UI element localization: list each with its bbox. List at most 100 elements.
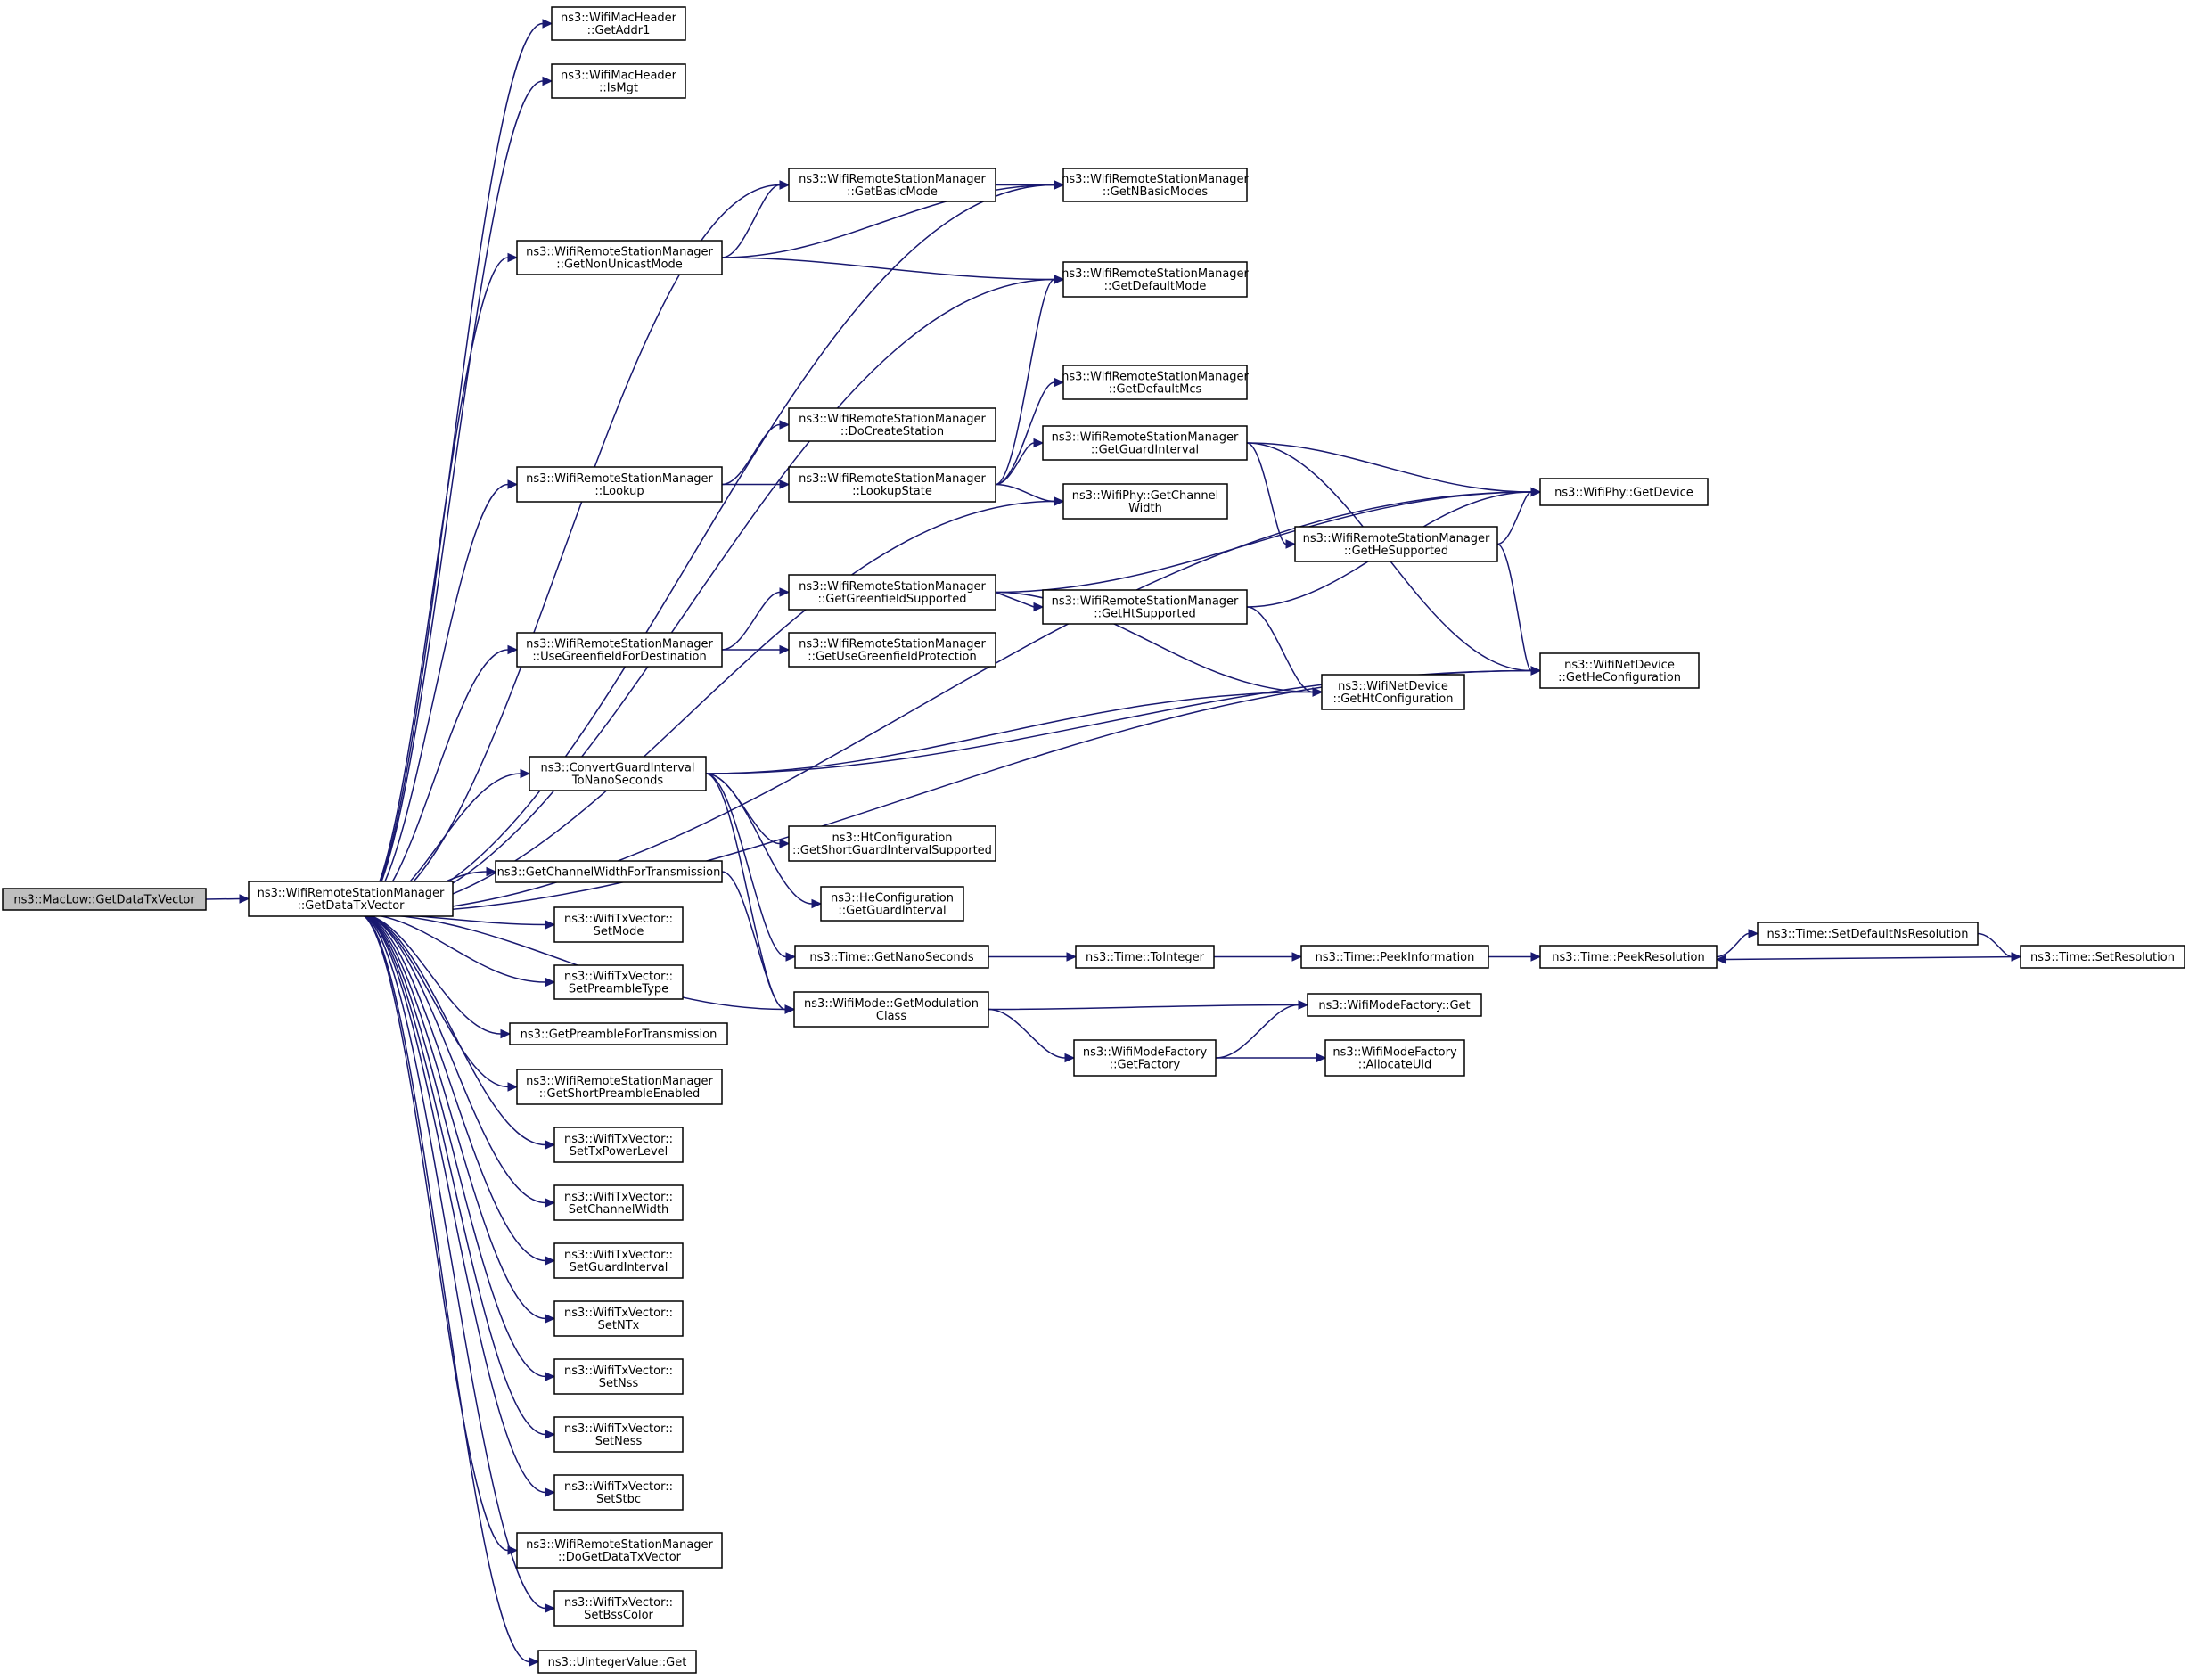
- edge-gdtv-to-nbasic: [357, 184, 1055, 914]
- node-setnss-label-1: SetNss: [599, 1377, 639, 1390]
- node-nbasic[interactable]: ns3::WifiRemoteStationManager::GetNBasic…: [1062, 168, 1250, 202]
- node-getpre[interactable]: ns3::GetPreambleForTransmission: [509, 1022, 728, 1045]
- node-heconf-box: [1539, 652, 1700, 689]
- node-create[interactable]: ns3::WifiRemoteStationManager::DoCreateS…: [788, 407, 996, 442]
- node-guard[interactable]: ns3::WifiRemoteStationManager::GetGuardI…: [1042, 425, 1248, 461]
- node-nbasic-label-0: ns3::WifiRemoteStationManager: [1062, 173, 1249, 186]
- arrowhead-gdtv-to-chwtx: [486, 866, 497, 877]
- node-defmode[interactable]: ns3::WifiRemoteStationManager::GetDefaul…: [1062, 261, 1250, 298]
- node-peekinf-label-0: ns3::Time::PeekInformation: [1316, 951, 1475, 964]
- node-gfsup[interactable]: ns3::WifiRemoteStationManager::GetGreenf…: [788, 574, 996, 611]
- node-basic[interactable]: ns3::WifiRemoteStationManager::GetBasicM…: [788, 168, 996, 202]
- node-chwtx[interactable]: ns3::GetChannelWidthForTransmission: [495, 860, 723, 883]
- node-addr1[interactable]: ns3::WifiMacHeader::GetAddr1: [551, 6, 686, 41]
- node-dogdtv-label-1: ::DoGetDataTxVector: [558, 1551, 682, 1564]
- node-dogdtv-label-0: ns3::WifiRemoteStationManager: [526, 1538, 713, 1552]
- node-hesup[interactable]: ns3::WifiRemoteStationManager::GetHeSupp…: [1294, 526, 1498, 562]
- edge-convgi-to-nano: [705, 773, 787, 958]
- node-defmode-label-0: ns3::WifiRemoteStationManager: [1062, 267, 1249, 281]
- edge-peekres-to-setdef: [1716, 932, 1750, 958]
- node-setntx-label-0: ns3::WifiTxVector::: [564, 1307, 673, 1320]
- arrowhead-lookup-to-create: [779, 420, 791, 430]
- node-setdef-box: [1757, 922, 1979, 946]
- node-shortgi[interactable]: ns3::HtConfiguration::GetShortGuardInter…: [788, 825, 996, 862]
- node-setnss[interactable]: ns3::WifiTxVector::SetNss: [553, 1358, 684, 1395]
- node-setchw[interactable]: ns3::WifiTxVector::SetChannelWidth: [553, 1184, 684, 1221]
- node-getpre-label-0: ns3::GetPreambleForTransmission: [521, 1028, 717, 1042]
- node-defmcs[interactable]: ns3::WifiRemoteStationManager::GetDefaul…: [1062, 365, 1250, 400]
- node-mffac[interactable]: ns3::WifiModeFactory::GetFactory: [1073, 1039, 1217, 1077]
- node-modcls-label-0: ns3::WifiMode::GetModulation: [804, 997, 979, 1011]
- node-hegi[interactable]: ns3::HeConfiguration::GetGuardInterval: [820, 886, 964, 922]
- arrowhead-nonuni-to-basic: [779, 180, 791, 190]
- node-setdef[interactable]: ns3::Time::SetDefaultNsResolution: [1757, 922, 1979, 946]
- node-chw[interactable]: ns3::WifiPhy::GetChannelWidth: [1062, 483, 1228, 520]
- node-setgi[interactable]: ns3::WifiTxVector::SetGuardInterval: [553, 1242, 684, 1279]
- node-htsup[interactable]: ns3::WifiRemoteStationManager::GetHtSupp…: [1042, 589, 1248, 625]
- node-guard-label-0: ns3::WifiRemoteStationManager: [1052, 431, 1239, 445]
- node-setbss[interactable]: ns3::WifiTxVector::SetBssColor: [553, 1590, 684, 1627]
- node-setpre[interactable]: ns3::WifiTxVector::SetPreambleType: [553, 964, 684, 1000]
- arrowhead-guard-to-hesup: [1285, 539, 1297, 549]
- node-root[interactable]: ns3::MacLow::GetDataTxVector: [2, 888, 207, 911]
- node-setmode-label-1: SetMode: [594, 925, 644, 938]
- node-ismgt[interactable]: ns3::WifiMacHeader::IsMgt: [551, 63, 686, 99]
- node-peekinf[interactable]: ns3::Time::PeekInformation: [1300, 945, 1489, 969]
- node-basic-box: [788, 168, 996, 202]
- node-usegf[interactable]: ns3::WifiRemoteStationManager::UseGreenf…: [516, 632, 723, 668]
- node-lookup[interactable]: ns3::WifiRemoteStationManager::Lookup: [516, 466, 723, 503]
- node-nano[interactable]: ns3::Time::GetNanoSeconds: [794, 945, 989, 969]
- node-usegf-label-1: ::UseGreenfieldForDestination: [532, 651, 706, 664]
- node-setness[interactable]: ns3::WifiTxVector::SetNess: [553, 1416, 684, 1453]
- node-peekres-box: [1539, 945, 1718, 969]
- node-toint[interactable]: ns3::Time::ToInteger: [1075, 945, 1215, 969]
- node-convgi-label-1: ToNanoSeconds: [571, 774, 663, 788]
- node-setstbc[interactable]: ns3::WifiTxVector::SetStbc: [553, 1474, 684, 1511]
- arrowhead-gdtv-to-setpre: [545, 977, 556, 988]
- node-htconf[interactable]: ns3::WifiNetDevice::GetHtConfiguration: [1321, 674, 1465, 710]
- node-peekres[interactable]: ns3::Time::PeekResolution: [1539, 945, 1718, 969]
- node-nano-label-0: ns3::Time::GetNanoSeconds: [809, 951, 974, 964]
- node-dev[interactable]: ns3::WifiPhy::GetDevice: [1539, 478, 1709, 506]
- node-setpow-box: [553, 1127, 684, 1163]
- node-setness-box: [553, 1416, 684, 1453]
- edge-nonuni-to-basic: [721, 184, 781, 258]
- node-usegf-box: [516, 632, 723, 668]
- node-setpow[interactable]: ns3::WifiTxVector::SetTxPowerLevel: [553, 1127, 684, 1163]
- node-setntx[interactable]: ns3::WifiTxVector::SetNTx: [553, 1300, 684, 1337]
- node-toint-box: [1075, 945, 1215, 969]
- node-ismgt-label-0: ns3::WifiMacHeader: [561, 70, 677, 83]
- node-guard-box: [1042, 425, 1248, 461]
- node-chw-label-1: Width: [1128, 502, 1162, 515]
- arrowhead-gdtv-to-usegf: [507, 644, 519, 655]
- node-gdtv[interactable]: ns3::WifiRemoteStationManager::GetDataTx…: [248, 881, 454, 917]
- node-dogdtv[interactable]: ns3::WifiRemoteStationManager::DoGetData…: [516, 1532, 723, 1569]
- node-dogdtv-box: [516, 1532, 723, 1569]
- node-alloc[interactable]: ns3::WifiModeFactory::AllocateUid: [1324, 1039, 1465, 1077]
- node-heconf[interactable]: ns3::WifiNetDevice::GetHeConfiguration: [1539, 652, 1700, 689]
- node-create-label-0: ns3::WifiRemoteStationManager: [799, 413, 986, 426]
- node-lstate[interactable]: ns3::WifiRemoteStationManager::LookupSta…: [788, 466, 996, 503]
- node-lookup-label-1: ::Lookup: [594, 485, 644, 498]
- arrowhead-setres-to-peekres: [1715, 955, 1726, 964]
- node-nbasic-box: [1062, 168, 1248, 202]
- node-gfprot[interactable]: ns3::WifiRemoteStationManager::GetUseGre…: [788, 632, 996, 668]
- node-shortpre[interactable]: ns3::WifiRemoteStationManager::GetShortP…: [516, 1069, 723, 1105]
- arrowhead-gdtv-to-shortpre: [507, 1082, 519, 1092]
- arrowhead-nano-to-toint: [1066, 952, 1078, 962]
- node-modcls-label-1: Class: [876, 1010, 906, 1023]
- node-setmode[interactable]: ns3::WifiTxVector::SetMode: [553, 906, 684, 943]
- edge-modcls-to-mffac: [988, 1008, 1066, 1059]
- node-uint[interactable]: ns3::UintegerValue::Get: [537, 1650, 697, 1674]
- node-setres[interactable]: ns3::Time::SetResolution: [2020, 945, 2185, 969]
- edge-gdtv-to-setpow: [357, 913, 546, 1146]
- arrowhead-modcls-to-mffac: [1064, 1053, 1076, 1063]
- node-setbss-label-1: SetBssColor: [584, 1609, 653, 1622]
- node-uint-label-0: ns3::UintegerValue::Get: [548, 1656, 687, 1669]
- node-nonuni-box: [516, 240, 723, 275]
- node-nonuni[interactable]: ns3::WifiRemoteStationManager::GetNonUni…: [516, 240, 723, 275]
- node-mfget[interactable]: ns3::WifiModeFactory::Get: [1307, 993, 1482, 1017]
- node-basic-label-0: ns3::WifiRemoteStationManager: [799, 173, 986, 186]
